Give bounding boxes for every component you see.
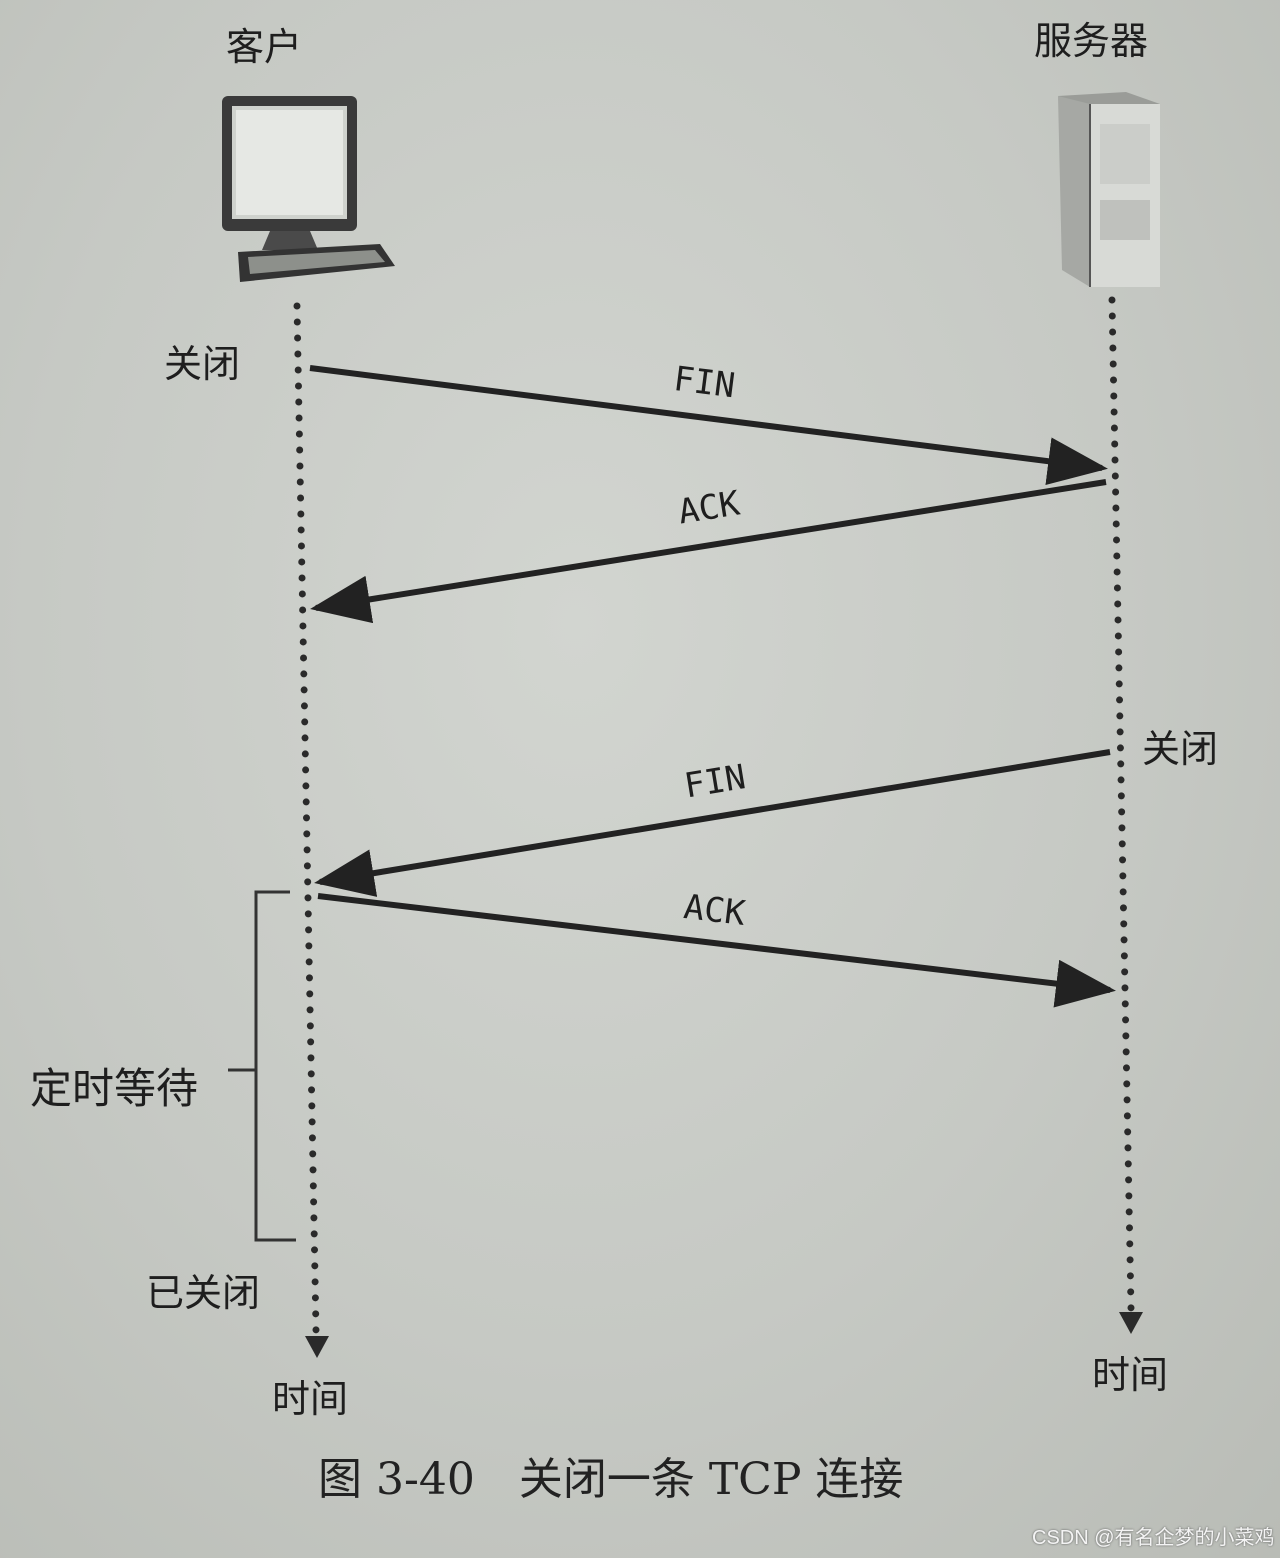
message-label-fin-2: FIN: [681, 757, 749, 807]
fin-arrow-client-to-server: [309, 365, 1108, 486]
message-label-fin-1: FIN: [671, 359, 738, 407]
server-timeline: [1108, 296, 1135, 1312]
message-label-ack-2: ACK: [681, 887, 748, 935]
figure-caption: 图 3-40 关闭一条 TCP 连接: [318, 1454, 904, 1505]
timed-wait-label: 定时等待: [30, 1064, 199, 1113]
client-time-label: 时间: [272, 1377, 349, 1421]
ack-arrow-server-to-client: [310, 479, 1107, 624]
server-time-arrowhead: [1119, 1312, 1143, 1334]
client-label: 客户: [226, 25, 303, 69]
desktop-computer-icon: [222, 96, 395, 282]
client-close-label: 关闭: [164, 342, 241, 386]
client-timeline: [293, 302, 320, 1334]
closed-label: 已关闭: [146, 1271, 261, 1315]
client-time-arrowhead: [305, 1336, 329, 1358]
watermark: CSDN @有名企梦的小菜鸡: [1032, 1527, 1275, 1549]
server-close-label: 关闭: [1142, 727, 1219, 771]
server-tower-icon: [1058, 92, 1160, 287]
ack-arrow-client-to-server: [317, 893, 1116, 1008]
message-label-ack-1: ACK: [675, 483, 743, 533]
timed-wait-bracket: [254, 890, 296, 1242]
server-label: 服务器: [1034, 19, 1149, 63]
server-time-label: 时间: [1092, 1353, 1169, 1397]
fin-arrow-server-to-client: [314, 749, 1111, 897]
